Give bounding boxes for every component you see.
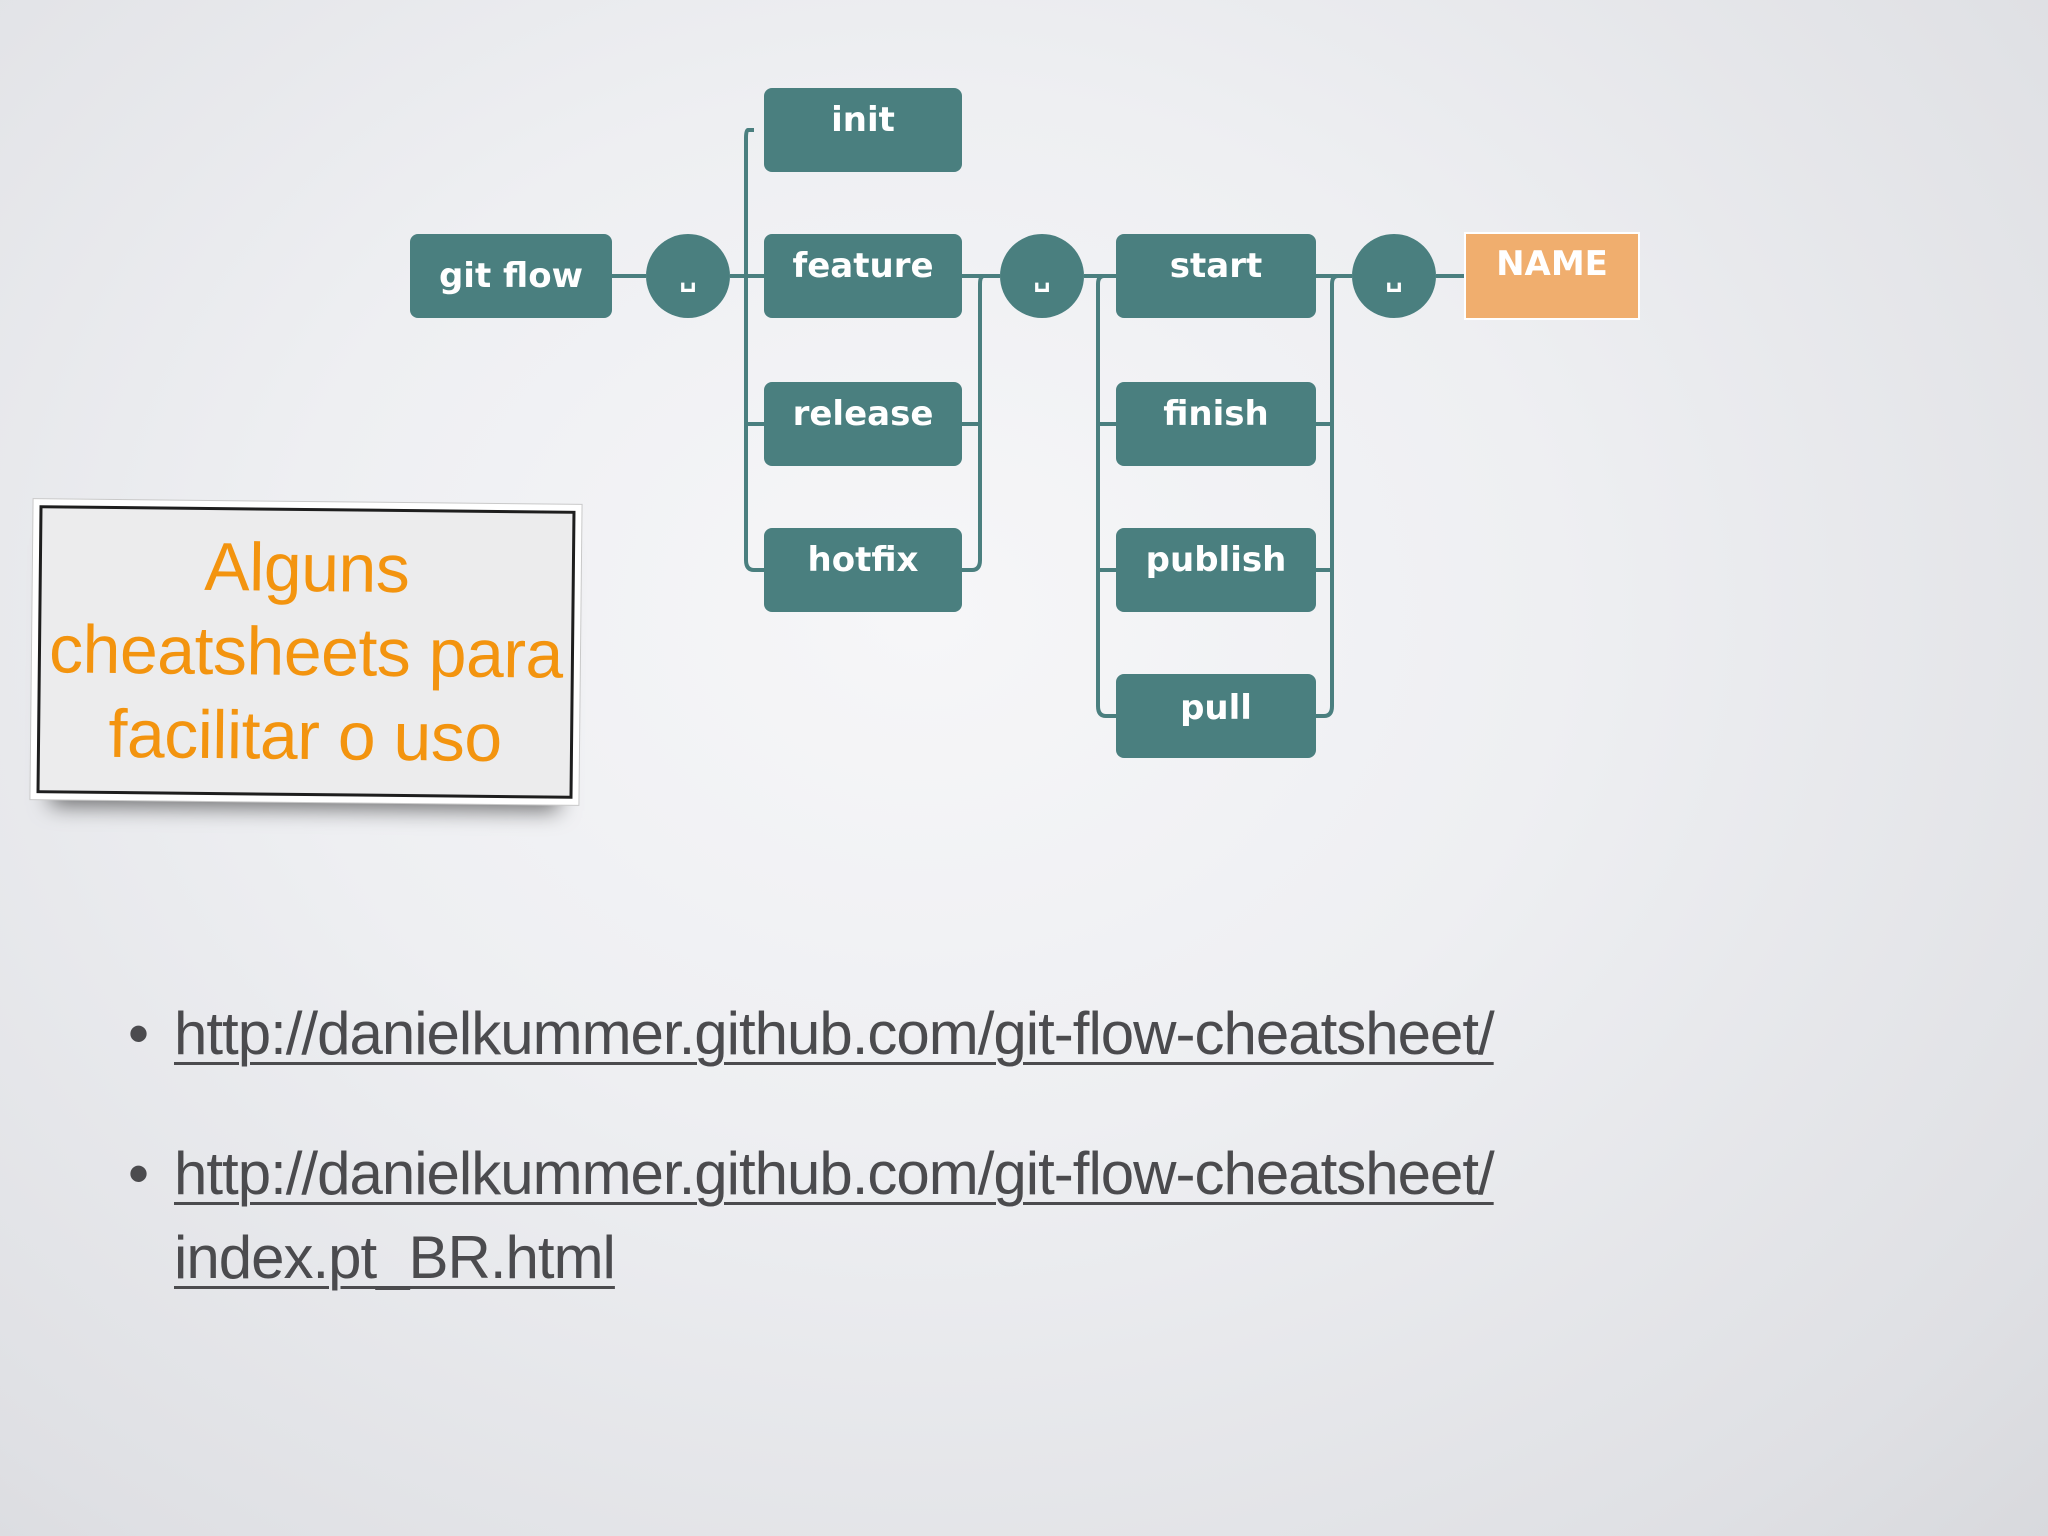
list-item: • http://danielkummer.github.com/git-flo…: [120, 1132, 1980, 1300]
bullet-icon: •: [128, 1140, 150, 1207]
node-publish: publish: [1116, 528, 1316, 612]
space-node-2: ␣: [1000, 234, 1084, 318]
node-init: init: [764, 88, 962, 172]
space-symbol-2: ␣: [1034, 260, 1051, 293]
node-finish: finish: [1116, 382, 1316, 466]
node-init-label: init: [831, 100, 895, 140]
node-name-argument: NAME: [1464, 232, 1640, 320]
node-git-flow: git flow: [410, 234, 612, 318]
node-publish-label: publish: [1146, 540, 1287, 580]
node-finish-label: finish: [1163, 394, 1269, 434]
diagram-connectors: [612, 128, 1466, 718]
link-list: • http://danielkummer.github.com/git-flo…: [120, 992, 1980, 1356]
node-pull-label: pull: [1180, 688, 1252, 728]
node-feature-label: feature: [792, 246, 933, 286]
space-symbol-3: ␣: [1386, 260, 1403, 293]
node-release-label: release: [793, 394, 934, 434]
cheatsheet-link-pt-br[interactable]: http://danielkummer.github.com/git-flow-…: [174, 1140, 1495, 1291]
space-node-1: ␣: [646, 234, 730, 318]
node-git-flow-label: git flow: [439, 256, 583, 296]
space-node-3: ␣: [1352, 234, 1436, 318]
list-item: • http://danielkummer.github.com/git-flo…: [120, 992, 1980, 1076]
node-release: release: [764, 382, 962, 466]
node-feature: feature: [764, 234, 962, 318]
node-start: start: [1116, 234, 1316, 318]
bullet-icon: •: [128, 1000, 150, 1067]
node-hotfix-label: hotfix: [808, 540, 919, 580]
callout-note-text: Alguns cheatsheets para facilitar o uso: [48, 528, 564, 777]
space-symbol-1: ␣: [680, 260, 697, 293]
node-start-label: start: [1170, 246, 1262, 286]
node-pull: pull: [1116, 674, 1316, 758]
node-hotfix: hotfix: [764, 528, 962, 612]
cheatsheet-link[interactable]: http://danielkummer.github.com/git-flow-…: [174, 1000, 1495, 1067]
node-name-label: NAME: [1496, 244, 1608, 284]
callout-note: Alguns cheatsheets para facilitar o uso: [36, 505, 576, 799]
git-flow-syntax-diagram: git flow ␣ ␣ ␣ init feature release hotf…: [410, 88, 1640, 758]
